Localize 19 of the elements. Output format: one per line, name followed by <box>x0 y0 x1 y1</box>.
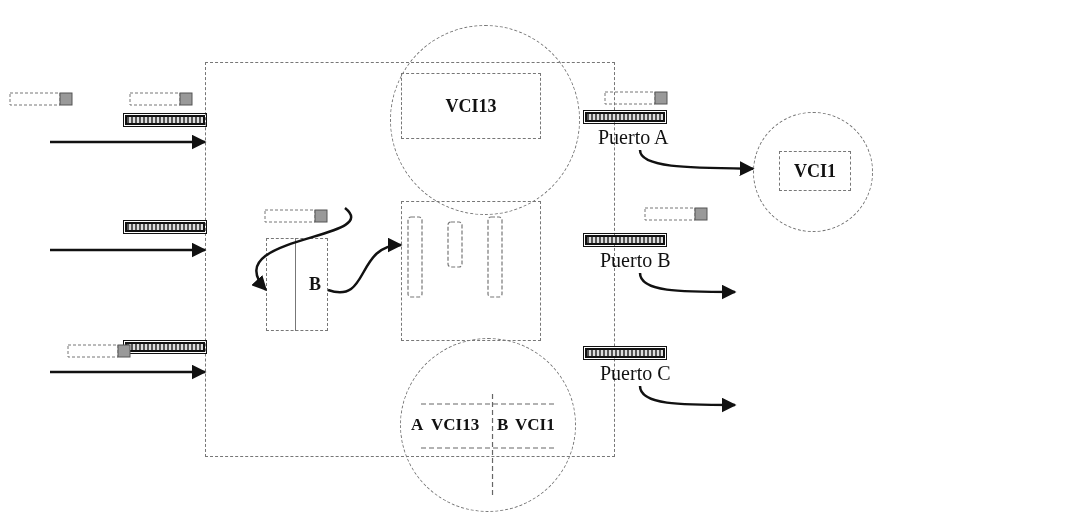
vci-table-entry: B <box>497 415 509 435</box>
port-label: Puerto A <box>598 124 708 150</box>
port-label: Puerto B <box>600 247 710 273</box>
arrow <box>50 364 207 380</box>
arrow <box>252 207 352 292</box>
vci-table-entry: VCI13 <box>431 415 480 435</box>
buffer-box: B <box>266 238 328 331</box>
queue-area <box>401 201 541 341</box>
arrow <box>638 272 737 300</box>
arrow <box>50 134 207 150</box>
arrow <box>327 239 403 294</box>
vci-box: VCI13 <box>401 73 541 139</box>
arrow <box>50 242 207 258</box>
port-label: Puerto C <box>600 360 710 386</box>
arrow <box>638 385 737 413</box>
vci-table-entry: A <box>411 415 424 435</box>
vci-box: VCI1 <box>779 151 851 191</box>
vci-table-entry: VCI1 <box>515 415 555 435</box>
arrow <box>638 149 755 177</box>
